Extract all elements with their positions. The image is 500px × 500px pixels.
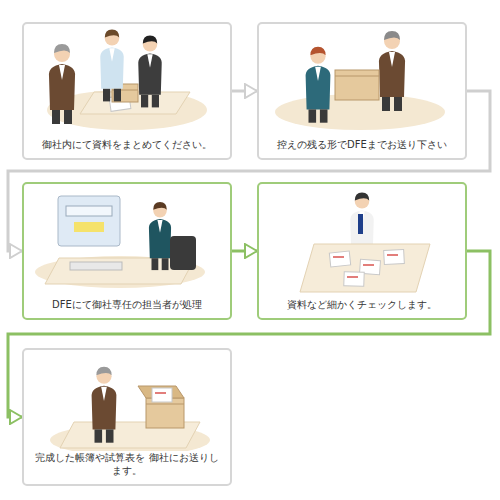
necktie <box>358 214 363 234</box>
process-panel: DFEにて御社専任の担当者が処理 <box>22 182 232 320</box>
step-caption: 資料など細かくチェックします。 <box>285 298 439 311</box>
document-sheet <box>344 272 364 287</box>
flow-arrow <box>232 90 257 93</box>
red-mark <box>347 276 358 278</box>
red-mark <box>155 392 166 394</box>
person-figure <box>92 367 117 443</box>
keyboard <box>70 262 122 270</box>
red-mark <box>333 256 344 258</box>
process-panel: 完成した帳簿や試算表を 御社にお送りします。 <box>22 348 232 486</box>
step-caption: 御社内にて資料をまとめてください。 <box>40 138 214 151</box>
document-sheet <box>329 251 350 267</box>
screen-window <box>74 222 104 232</box>
step-caption: 完成した帳簿や試算表を 御社にお送りします。 <box>30 451 224 477</box>
step-caption: 控えの残る形でDFEまでお送り下さい <box>275 138 449 151</box>
person-figure <box>379 31 405 111</box>
red-mark <box>387 254 398 256</box>
document-sheet <box>384 249 405 264</box>
flow-arrow <box>8 91 490 251</box>
process-panel: 御社内にて資料をまとめてください。 <box>22 22 232 160</box>
desk <box>300 244 430 292</box>
person-figure <box>138 35 162 107</box>
flow-arrow <box>8 251 490 417</box>
process-panel: 控えの残る形でDFEまでお送り下さい <box>257 22 467 160</box>
box-flap <box>335 76 379 77</box>
process-panel: 資料など細かくチェックします。 <box>257 182 467 320</box>
step-caption: DFEにて御社専任の担当者が処理 <box>50 298 204 311</box>
monitor <box>58 196 120 246</box>
flow-arrow <box>232 250 257 253</box>
red-mark <box>363 264 374 266</box>
cardboard-box <box>335 70 379 100</box>
person-figure <box>49 44 75 124</box>
document-sheet <box>152 388 172 402</box>
screen-window <box>66 206 112 216</box>
person-figure <box>306 47 331 123</box>
box-flap <box>146 404 184 405</box>
person-figure <box>100 29 124 101</box>
office-chair <box>170 236 196 270</box>
person-figure <box>149 202 171 270</box>
